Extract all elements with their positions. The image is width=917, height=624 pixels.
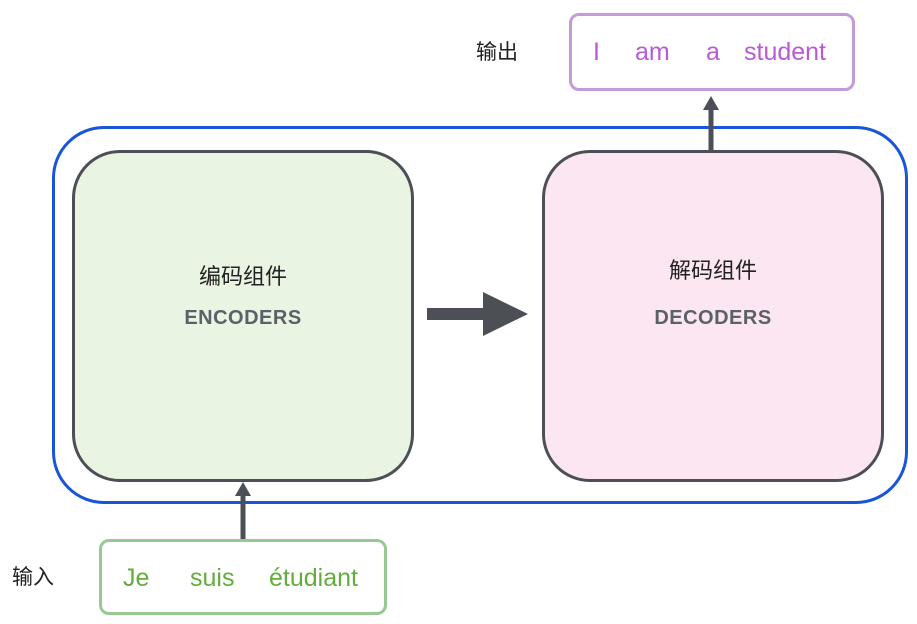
input-word: Je — [123, 564, 150, 592]
input-to-encoder-arrow — [235, 482, 251, 540]
input-label: 输入 — [12, 565, 54, 589]
decoder-title-cn: 解码组件 — [668, 259, 757, 284]
encoder-to-decoder-arrow — [427, 292, 528, 336]
decoder-box: 解码组件 DECODERS — [542, 150, 884, 482]
input-word: étudiant — [269, 564, 358, 592]
output-word: I — [593, 38, 600, 66]
output-word: a — [706, 38, 720, 66]
decoder-to-output-arrow — [703, 96, 719, 150]
output-word: am — [635, 38, 670, 66]
input-word: suis — [190, 564, 235, 592]
output-label: 输出 — [476, 40, 518, 64]
encoder-decoder-container — [52, 126, 908, 504]
input-box: Je suis étudiant — [99, 539, 387, 615]
encoder-title-cn: 编码组件 — [198, 265, 287, 290]
decoder-title-en: DECODERS — [654, 307, 772, 329]
output-box: I am a student — [569, 13, 855, 91]
encoder-title-en: ENCODERS — [184, 307, 302, 329]
encoder-box: 编码组件 ENCODERS — [72, 150, 414, 482]
output-word: student — [744, 38, 827, 66]
